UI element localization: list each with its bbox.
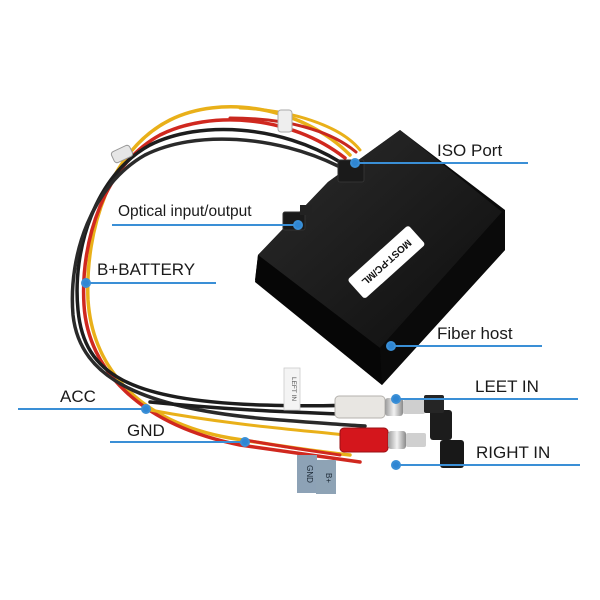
tag-left-in: LEFT IN [290, 377, 297, 401]
wire-harness [70, 105, 367, 464]
callout-gnd: GND [127, 421, 165, 440]
callout-leet-in: LEET IN [475, 377, 539, 396]
tag-gnd: GND [305, 465, 314, 483]
callout-acc: ACC [60, 387, 96, 406]
wire-tags: LEFT IN GND B+ [283, 367, 336, 494]
callout-iso-port: ISO Port [437, 141, 503, 160]
callout-lines [18, 158, 580, 470]
tag-bplus: B+ [324, 473, 333, 483]
callout-battery: B+BATTERY [97, 260, 196, 279]
rca-connectors [334, 395, 464, 468]
callout-fiber-host: Fiber host [437, 324, 513, 343]
callout-optical: Optical input/output [118, 203, 252, 220]
callout-right-in: RIGHT IN [476, 443, 551, 462]
fiber-host-box: MOST-PC/ML [255, 130, 505, 385]
